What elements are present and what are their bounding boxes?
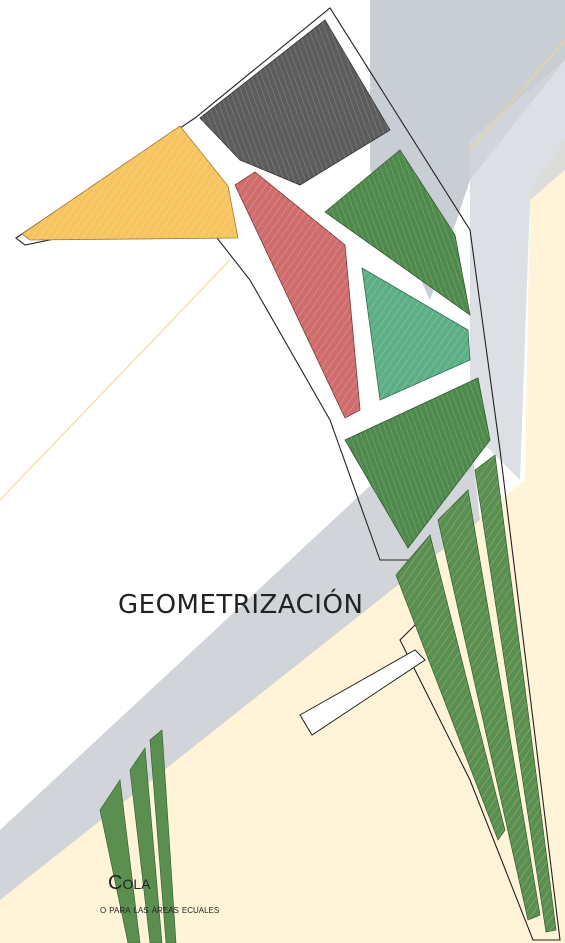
bird-outline: [15, 7, 561, 941]
tail-feather-hatch-3: [475, 455, 556, 932]
cream-band: [0, 140, 565, 943]
slab-outline: [299, 649, 426, 736]
small-feather-1: [99, 779, 141, 943]
small-feather-3: [149, 729, 177, 943]
green-triangle-upper-hatch: [325, 150, 470, 315]
charcoal-head-hatch: [200, 20, 390, 185]
tail-feather-hatch-2: [438, 490, 540, 920]
mint-triangle-hatch: [362, 268, 470, 400]
caption-heading: Cola: [108, 872, 151, 894]
thin-diagonal-line-2: [469, 39, 565, 151]
thin-diagonal-line: [0, 259, 231, 501]
red-triangle-hatch: [235, 172, 360, 418]
gray-right-band: [470, 60, 565, 480]
small-feather-2: [129, 747, 163, 943]
caption-body: o para las áreas ecuales: [100, 904, 220, 916]
page-title: GEOMETRIZACIÓN: [118, 590, 364, 620]
green-body-lower-hatch: [345, 378, 490, 548]
yellow-triangle-hatch: [22, 126, 238, 240]
tail-feather-hatch-1: [396, 535, 505, 840]
